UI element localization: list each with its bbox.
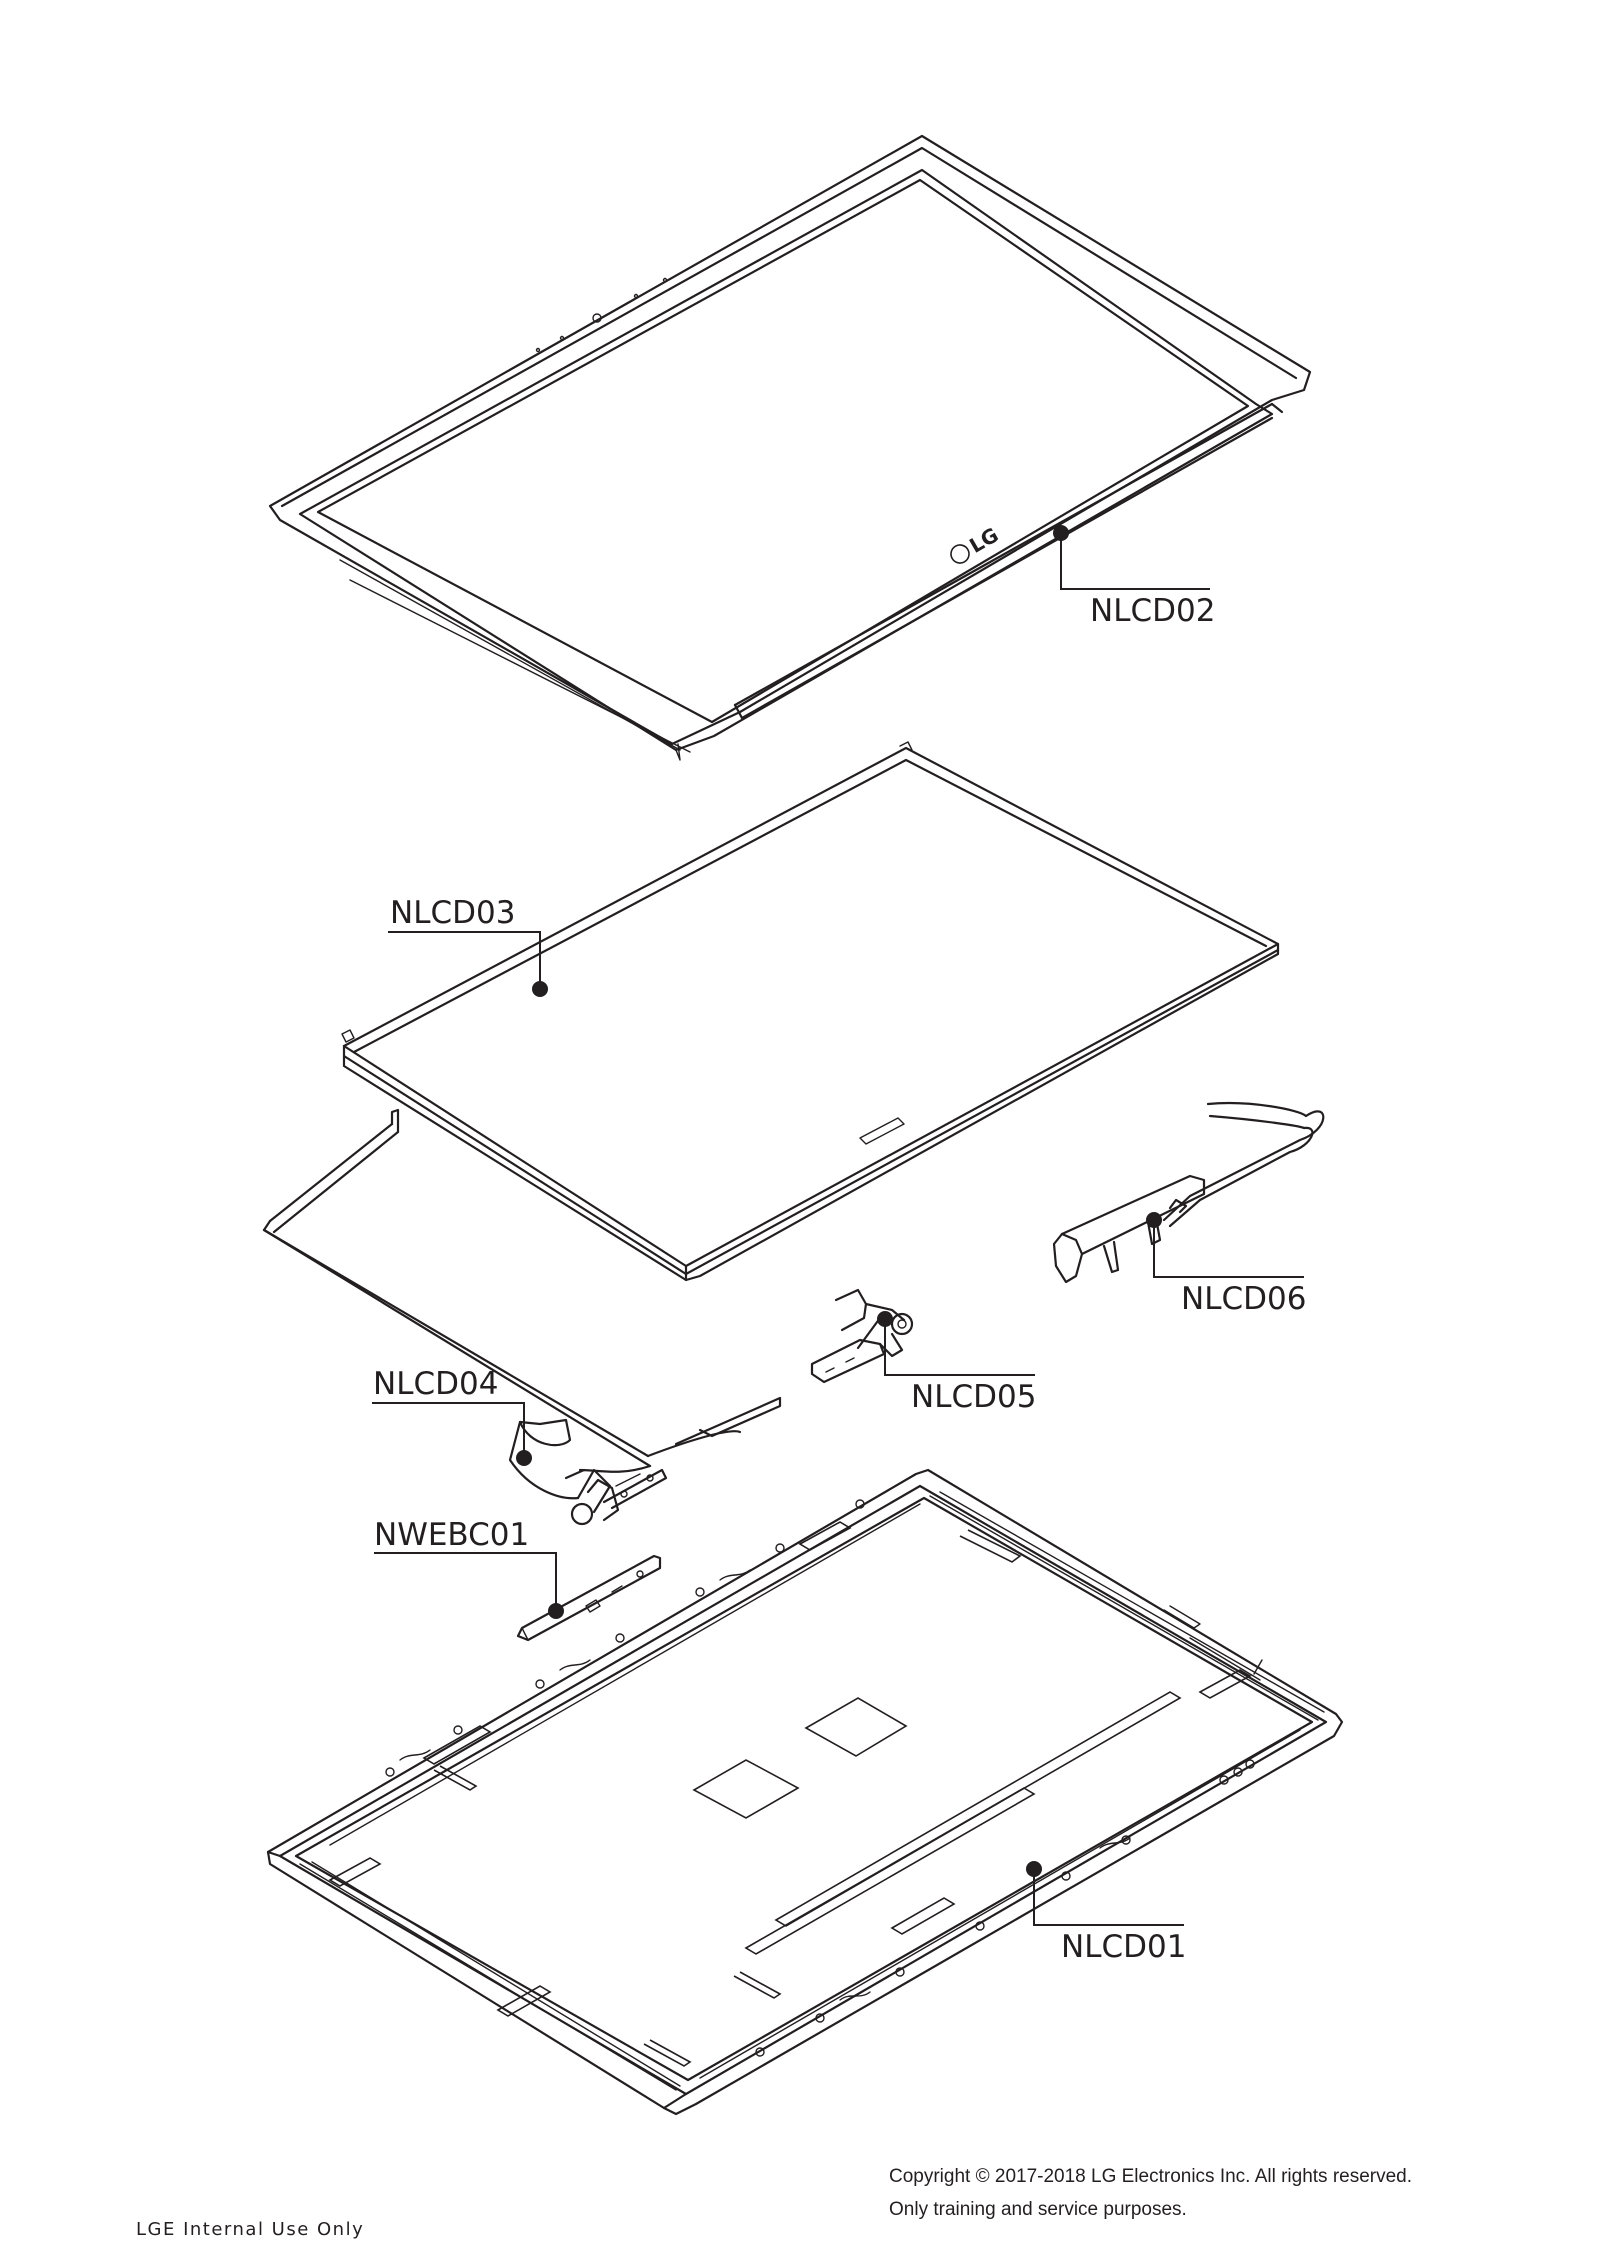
hinge-part xyxy=(810,1288,914,1384)
callout-label-nlcd06: NLCD06 xyxy=(1181,1281,1306,1317)
lcd-cable-hinge-part xyxy=(262,1108,782,1526)
callout-dot xyxy=(1053,525,1069,541)
webcam-module-part xyxy=(516,1554,662,1642)
callout-label-nlcd05: NLCD05 xyxy=(911,1379,1036,1415)
callout-label-nlcd03: NLCD03 xyxy=(390,895,515,931)
callout-dot xyxy=(877,1311,893,1327)
callout-nlcd02: NLCD02 xyxy=(1053,525,1215,629)
callout-dot xyxy=(516,1450,532,1466)
usage-notice: Only training and service purposes. xyxy=(889,2199,1187,2220)
callout-dot xyxy=(532,981,548,997)
lcd-panel-part xyxy=(341,741,1280,1282)
lcd-bezel-part: LG xyxy=(268,134,1312,761)
callout-label-nlcd02: NLCD02 xyxy=(1090,593,1215,629)
callout-dot xyxy=(548,1603,564,1619)
callout-label-nlcd04: NLCD04 xyxy=(373,1366,498,1402)
callout-nlcd05: NLCD05 xyxy=(877,1311,1036,1415)
callout-nlcd01: NLCD01 xyxy=(1026,1861,1186,1965)
callout-dot xyxy=(1146,1212,1162,1228)
back-cover-part xyxy=(266,1468,1344,2116)
callout-label-nwebc01: NWEBC01 xyxy=(374,1517,529,1553)
lg-logo-text: LG xyxy=(965,523,1002,558)
callout-nlcd03: NLCD03 xyxy=(388,895,548,997)
callout-nlcd04: NLCD04 xyxy=(372,1366,532,1466)
internal-use-note: LGE Internal Use Only xyxy=(136,2219,365,2240)
copyright-notice: Copyright © 2017-2018 LG Electronics Inc… xyxy=(889,2166,1413,2187)
callout-nwebc01: NWEBC01 xyxy=(374,1517,564,1619)
callout-dot xyxy=(1026,1861,1042,1877)
callout-nlcd06: NLCD06 xyxy=(1146,1212,1306,1317)
antenna-part xyxy=(1052,1101,1325,1284)
callout-label-nlcd01: NLCD01 xyxy=(1061,1929,1186,1965)
